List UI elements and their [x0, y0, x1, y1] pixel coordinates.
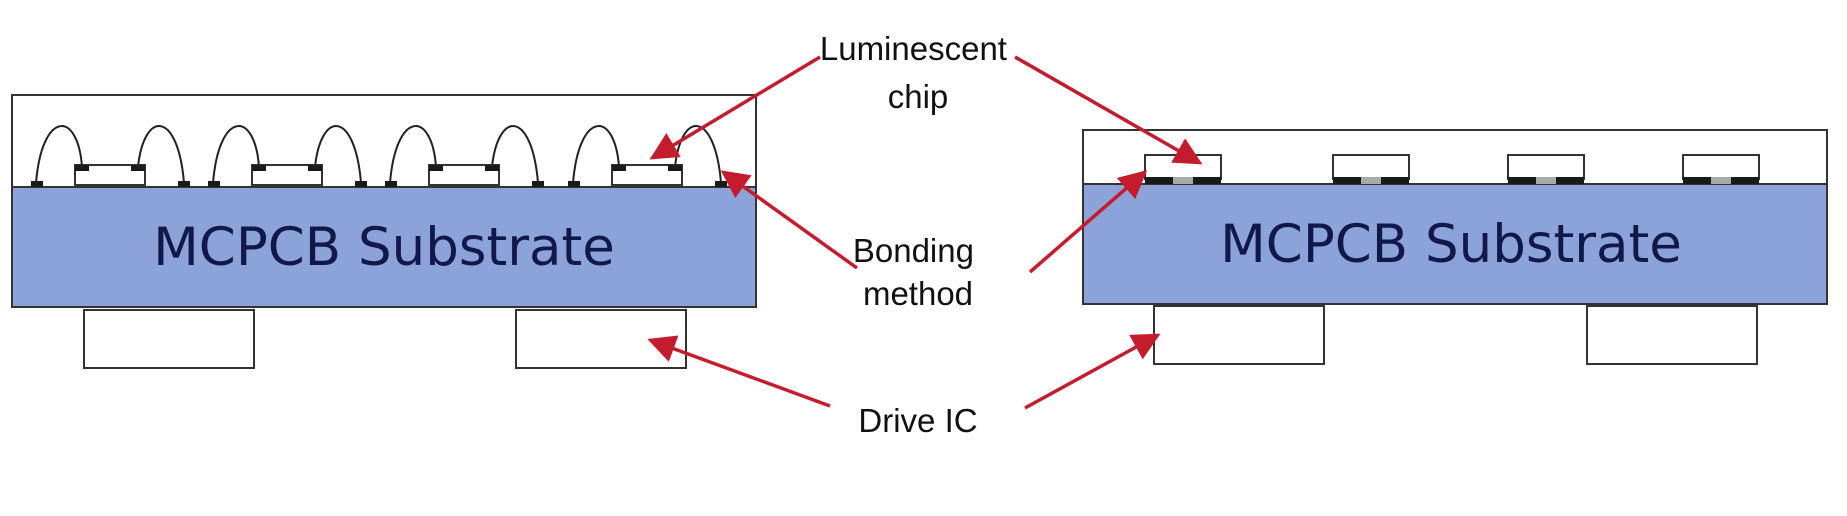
luminescent-chip — [251, 164, 323, 186]
left-substrate-label: MCPCB Substrate — [153, 217, 615, 278]
luminescent-chip — [74, 164, 146, 186]
chip-pad — [668, 165, 682, 171]
chip-pad — [308, 165, 322, 171]
substrate-pad — [715, 181, 727, 187]
luminescent-chip-label: Luminescent chip — [820, 30, 1016, 115]
substrate-pad — [31, 181, 43, 187]
luminescent-chip — [428, 164, 500, 186]
substrate-pad — [178, 181, 190, 187]
flip-chip-bump-gap — [1536, 177, 1556, 184]
arrow-bonding-right — [1028, 170, 1148, 274]
bonding-method-label-line2: method — [863, 275, 973, 312]
bonding-method-label: Bonding method — [853, 232, 983, 312]
flip-chip-bump-gap — [1711, 177, 1731, 184]
flip-chip-bump-gap — [1173, 177, 1193, 184]
callout-arrows — [647, 55, 1203, 410]
substrate-pad — [532, 181, 544, 187]
chip-pad — [252, 165, 266, 171]
chip-pad — [75, 165, 89, 171]
arrow-chip-left — [649, 55, 821, 160]
left-drive-ic-1 — [83, 309, 255, 369]
chip-pad — [612, 165, 626, 171]
right-drive-ic-2 — [1586, 305, 1758, 365]
left-drive-ic-2 — [515, 309, 687, 369]
right-substrate-label: MCPCB Substrate — [1220, 214, 1682, 275]
arrow-chip-right — [1014, 55, 1203, 165]
substrate-pad — [355, 181, 367, 187]
bonding-method-label-line1: Bonding — [853, 232, 974, 269]
chip-pad — [429, 165, 443, 171]
left-package: MCPCB Substrate — [11, 94, 757, 369]
luminescent-chip — [1332, 154, 1410, 180]
arrow-drive-ic-right — [1024, 333, 1161, 410]
luminescent-chip-label-line1: Luminescent — [820, 30, 1007, 67]
left-mcpcb-substrate — [11, 186, 757, 308]
bonding-wire — [572, 125, 620, 184]
luminescent-chip — [1507, 154, 1585, 180]
bonding-wire — [137, 125, 185, 184]
bonding-wire — [389, 125, 437, 184]
luminescent-chip — [1682, 154, 1760, 180]
right-flip-chips — [1144, 154, 1760, 184]
chip-pad — [131, 165, 145, 171]
luminescent-chip — [1144, 154, 1222, 180]
substrate-pad — [385, 181, 397, 187]
chip-pad — [485, 165, 499, 171]
substrate-pad — [568, 181, 580, 187]
bonding-wire — [212, 125, 260, 184]
left-wire-bonded-chips — [31, 125, 727, 187]
right-drive-ic-1 — [1153, 305, 1325, 365]
right-mcpcb-substrate — [1082, 183, 1828, 305]
flip-chip-bump-gap — [1361, 177, 1381, 184]
right-package: MCPCB Substrate — [1082, 129, 1828, 365]
arrow-bonding-left — [720, 170, 859, 270]
bonding-wire — [35, 125, 83, 184]
bonding-wire — [491, 125, 539, 184]
luminescent-chip — [611, 164, 683, 186]
drive-ic-label: Drive IC — [858, 402, 977, 439]
substrate-pad — [208, 181, 220, 187]
arrow-drive-ic-left — [647, 335, 831, 408]
bonding-wire — [314, 125, 362, 184]
luminescent-chip-label-line2: chip — [888, 78, 949, 115]
